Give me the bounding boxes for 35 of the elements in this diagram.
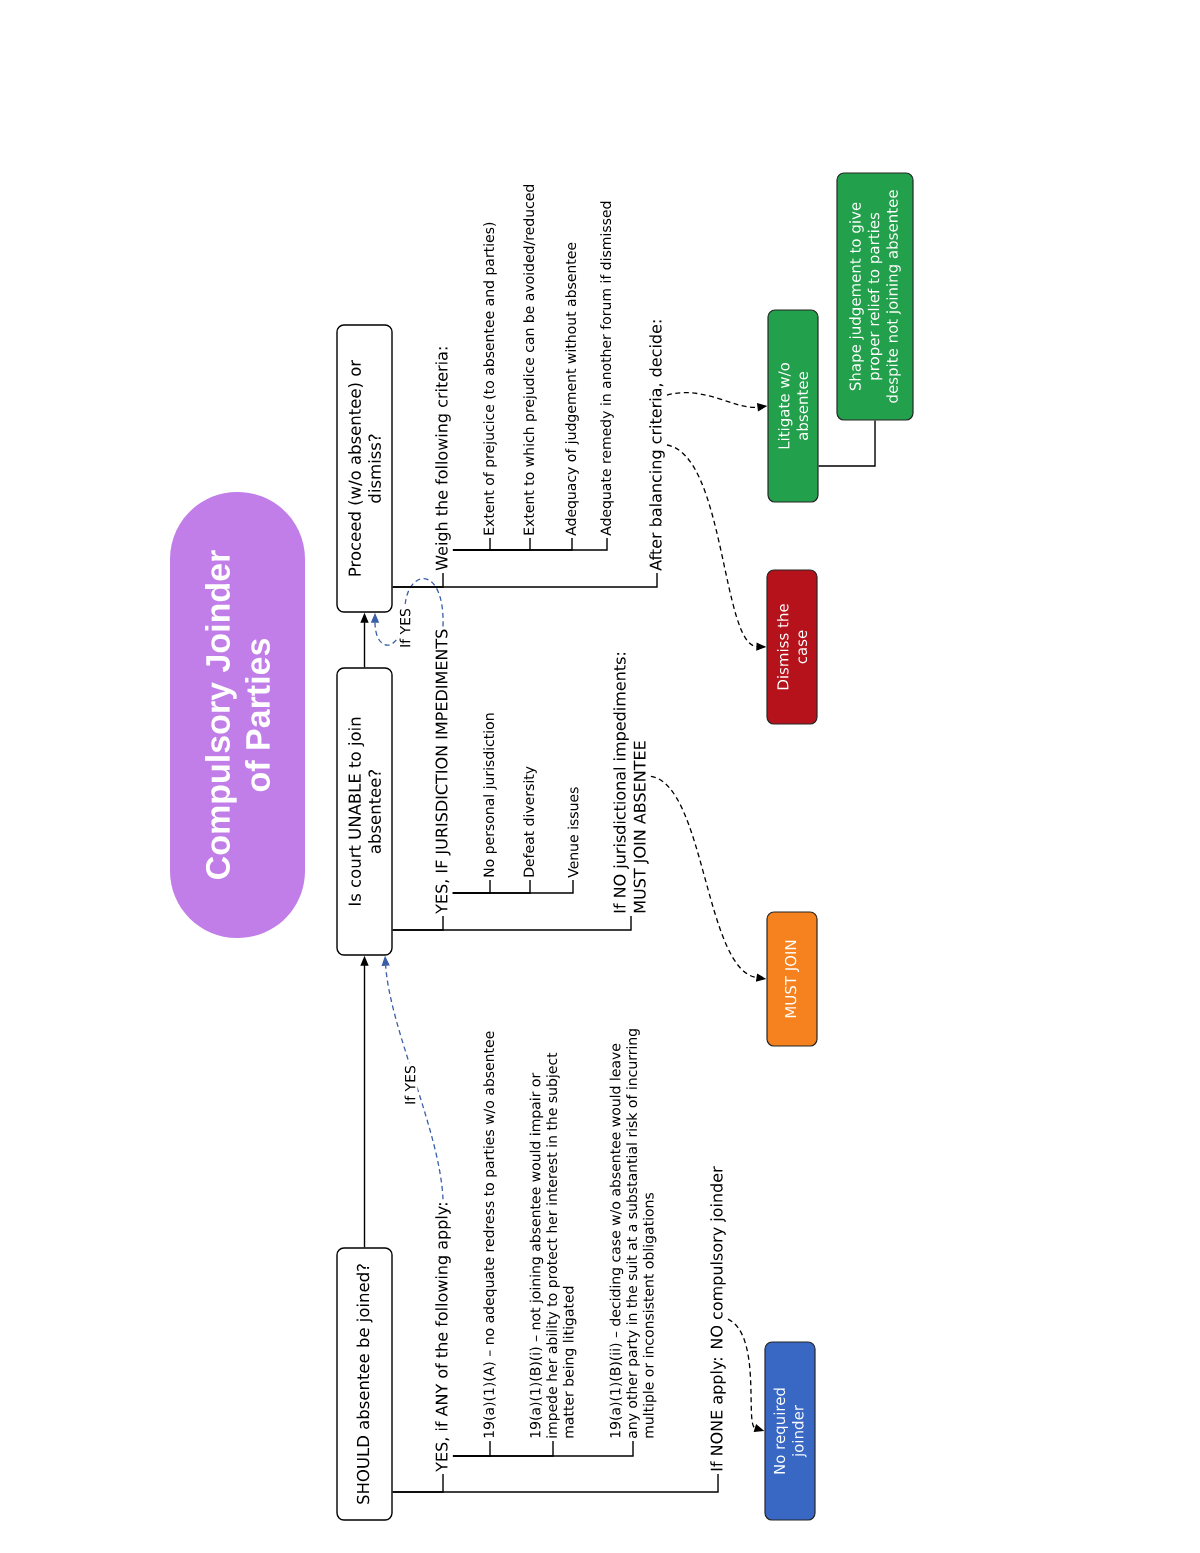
- branch-text: If NO jurisdictional impediments: MUST JOIN ABSENTEE: [613, 653, 649, 913]
- branch-text: Weigh the following criteria:: [435, 347, 451, 571]
- edge-label: If YES: [402, 1063, 418, 1107]
- branch-text: After balancing criteria, decide:: [649, 320, 665, 571]
- question-box: Proceed (w/o absentee) or dismiss?: [336, 324, 393, 613]
- bracket-line: [392, 572, 658, 588]
- criterion-text: Extent of prejucice (to absentee and parties): [483, 222, 497, 535]
- criterion-text: Defeat diversity: [523, 766, 537, 877]
- question-box: SHOULD absentee be joined?: [336, 1247, 393, 1521]
- branch-text: YES, if ANY of the following apply:: [435, 1203, 451, 1472]
- bracket-line: [392, 1473, 719, 1493]
- criterion-text: Venue issues: [567, 787, 579, 878]
- edge-label: If YES: [397, 606, 413, 650]
- outcome-box: MUST JOIN: [766, 911, 818, 1047]
- outcome-box: Litigate w/o absentee: [767, 309, 819, 503]
- bracket-line: [452, 879, 574, 894]
- criterion-text: Adequate remedy in another forum if dismissed: [600, 201, 614, 536]
- bracket-line: [392, 915, 632, 931]
- connector-line: [817, 419, 876, 467]
- criterion-text: 19(a)(1)(B)(i) – not joining absentee would impair or impede her ability to protect her interest in the subject matter being litigated: [529, 1052, 577, 1438]
- outcome-box: Dismiss the case: [766, 569, 818, 725]
- dashed-arrow: [370, 578, 444, 646]
- title-banner: Compulsory Joinder of Parties: [170, 492, 305, 938]
- branch-text: If NONE apply: NO compulsory joinder: [710, 1166, 726, 1471]
- criterion-text: No personal jurisdiction: [483, 713, 497, 877]
- bracket-line: [452, 1440, 634, 1457]
- question-box: Is court UNABLE to join absentee?: [336, 667, 393, 956]
- bracket-line: [452, 537, 608, 551]
- outcome-box: No required joinder: [764, 1341, 816, 1521]
- criterion-text: Extent to which prejudice can be avoided/reduced: [523, 185, 537, 535]
- criterion-text: 19(a)(1)(B)(ii) – deciding case w/o absentee would leave any other party in the suit at a substantial risk of incurring multiple or inconsistent obligations: [609, 1029, 657, 1438]
- criterion-text: 19(a)(1)(A) – no adequate redress to parties w/o absentee: [483, 1031, 497, 1438]
- criterion-text: Adequacy of judgement without absentee: [565, 242, 579, 536]
- branch-text: YES, IF JURISDICTION IMPEDIMENTS: [435, 629, 451, 914]
- outcome-box: Shape judgement to give proper relief to parties despite not joining absentee: [836, 172, 914, 421]
